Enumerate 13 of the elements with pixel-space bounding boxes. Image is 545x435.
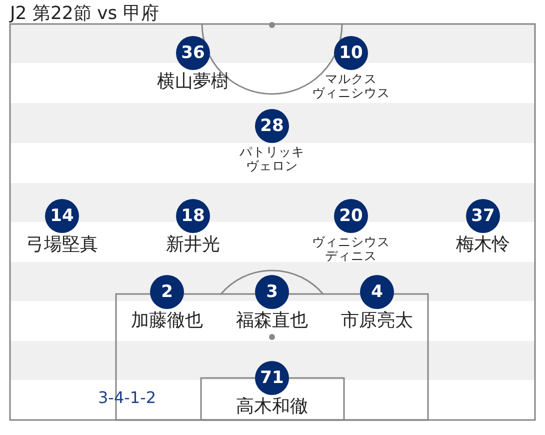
player-name: 横山夢樹 [156, 72, 230, 93]
player-name: マルクスヴィニシウス [311, 72, 391, 101]
player-name: 弓場堅真 [25, 235, 99, 256]
player-name: 市原亮太 [340, 311, 414, 332]
player-name: 福森直也 [235, 311, 309, 332]
title: J2 第22節 vs 甲府 [10, 2, 159, 25]
formation-label: 3-4-1-2 [98, 388, 156, 407]
player-name: パトリッキヴェロン [238, 145, 306, 174]
player-name: 梅木怜 [455, 235, 511, 256]
player-name: 新井光 [165, 235, 221, 256]
player-name: ヴィニシウスディニス [311, 235, 391, 264]
player-name: 高木和徹 [235, 397, 309, 418]
player-name: 加藤徹也 [130, 311, 204, 332]
